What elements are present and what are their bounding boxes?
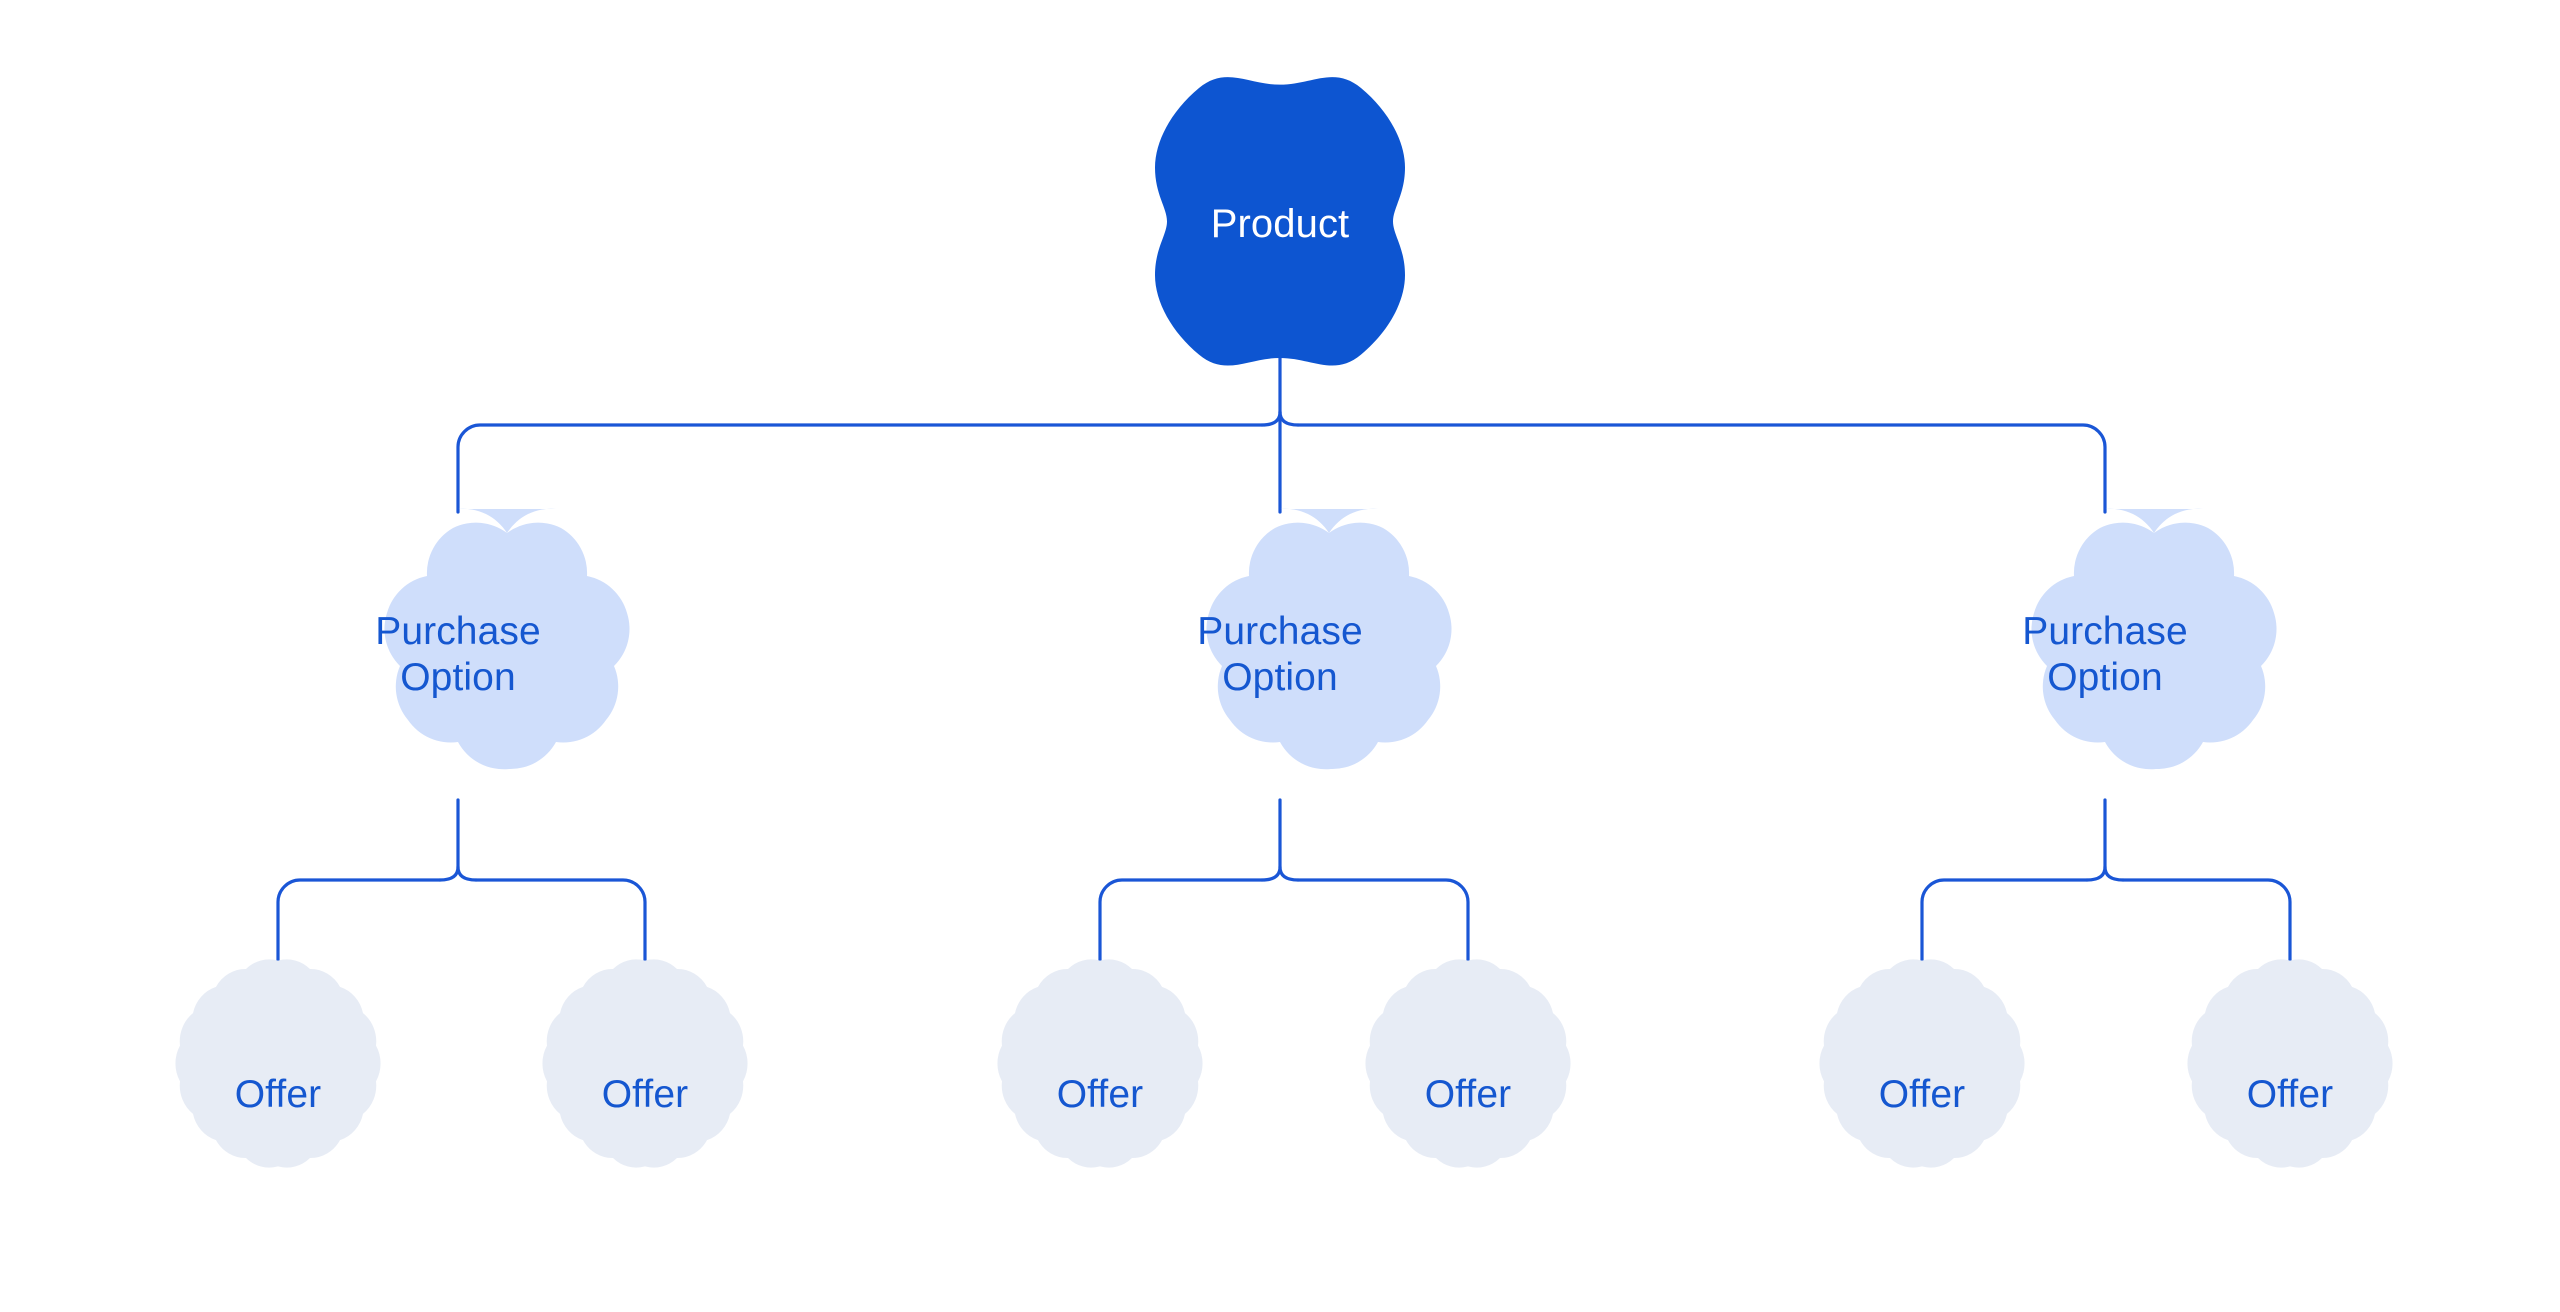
offer-3-scallop-shape: [997, 959, 1203, 1168]
purchase-option-2-flower-shape: [1206, 508, 1452, 770]
connector-po3-tee-left: [2085, 865, 2107, 882]
connector-root-tee-left: [1260, 410, 1282, 427]
connector-layer: [276, 350, 2292, 965]
connector-po2-tee-left: [1260, 865, 1282, 882]
node-product[interactable]: [1155, 77, 1405, 366]
node-offer-2[interactable]: [542, 959, 748, 1168]
node-purchase-option-2[interactable]: [1206, 508, 1452, 770]
offer-1-scallop-shape: [175, 959, 381, 1168]
offer-5-scallop-shape: [1819, 959, 2025, 1168]
connector-root-tee-right: [1278, 410, 1300, 427]
offer-2-scallop-shape: [542, 959, 748, 1168]
node-offer-3[interactable]: [997, 959, 1203, 1168]
connector-po1-tee-right: [456, 865, 478, 882]
connector-po2-to-offer4: [1296, 878, 1470, 965]
connector-po2-to-offer3: [1098, 878, 1264, 965]
connector-po2-tee-right: [1278, 865, 1300, 882]
connector-po3-tee-right: [2103, 865, 2125, 882]
purchase-option-3-flower-shape: [2031, 508, 2277, 770]
node-offer-4[interactable]: [1365, 959, 1571, 1168]
connector-top-bus-left: [456, 423, 1264, 514]
offer-6-scallop-shape: [2187, 959, 2393, 1168]
connector-po3-to-offer5: [1920, 878, 2089, 965]
node-purchase-option-1[interactable]: [384, 508, 630, 770]
offer-4-scallop-shape: [1365, 959, 1571, 1168]
node-offer-1[interactable]: [175, 959, 381, 1168]
connector-po3-to-offer6: [2121, 878, 2292, 965]
node-offer-6[interactable]: [2187, 959, 2393, 1168]
product-blob-shape: [1155, 77, 1405, 366]
connector-po1-tee-left: [438, 865, 460, 882]
purchase-option-1-flower-shape: [384, 508, 630, 770]
node-purchase-option-3[interactable]: [2031, 508, 2277, 770]
connector-po1-to-offer1: [276, 878, 442, 965]
connector-top-bus-right: [1296, 423, 2107, 514]
node-offer-5[interactable]: [1819, 959, 2025, 1168]
connector-po1-to-offer2: [474, 878, 647, 965]
